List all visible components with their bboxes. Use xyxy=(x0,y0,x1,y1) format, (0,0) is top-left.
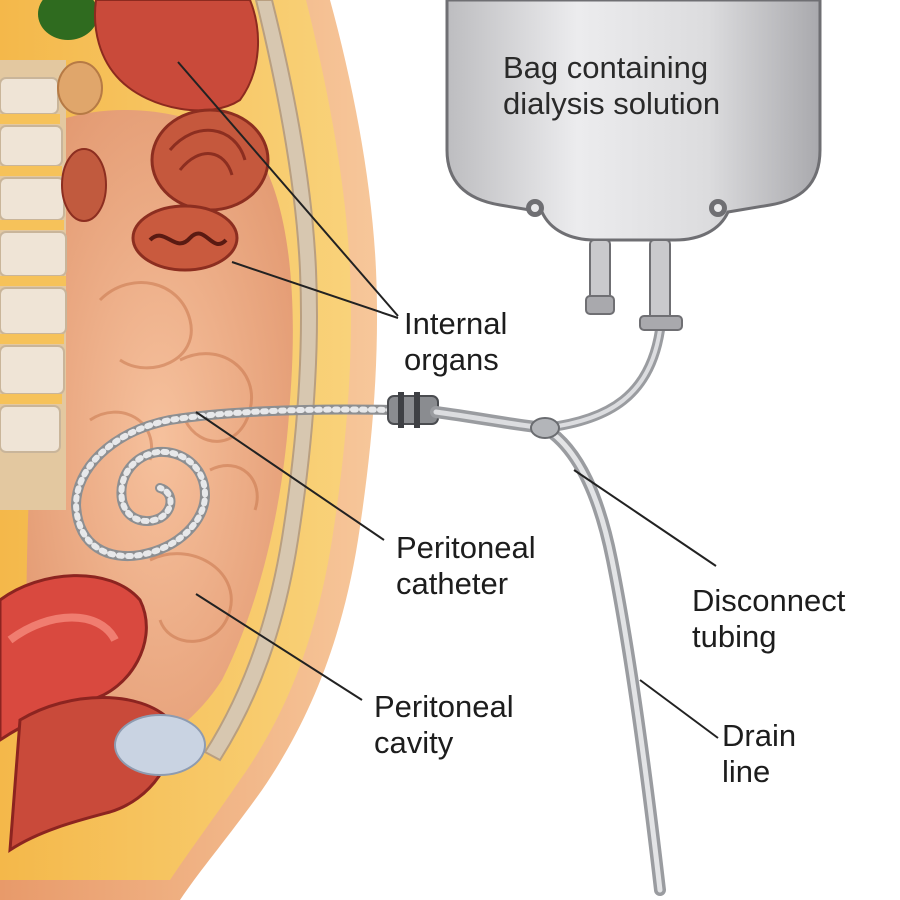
pancreas xyxy=(131,204,239,272)
label-peritoneal-cavity: Peritoneal cavity xyxy=(374,689,514,761)
leader-catheter xyxy=(195,411,385,541)
dialysis-bag-graphic xyxy=(445,0,822,331)
label-disconnect-tubing: Disconnect tubing xyxy=(692,583,845,655)
label-peritoneal-catheter: Peritoneal catheter xyxy=(396,530,536,602)
label-peritoneal-cavity-line-1: Peritoneal xyxy=(374,689,514,724)
liver xyxy=(94,0,259,112)
label-dialysis-bag-line-2: dialysis solution xyxy=(503,86,721,121)
leader-cavity xyxy=(195,593,363,701)
label-disconnect-tubing-line-1: Disconnect xyxy=(692,583,846,618)
label-drain-line-line-1: Drain xyxy=(722,718,797,753)
leader-organs-1 xyxy=(177,61,399,317)
label-drain-line-line-2: line xyxy=(722,754,771,789)
label-dialysis-bag-line-1: Bag containing xyxy=(503,50,709,85)
label-drain-line: Drain line xyxy=(722,718,796,790)
body-cross-section xyxy=(0,0,378,900)
label-dialysis-bag: Bag containing dialysis solution xyxy=(503,50,720,122)
leader-disconnect xyxy=(573,469,717,567)
label-internal-organs: Internal organs xyxy=(404,306,507,378)
label-peritoneal-catheter-line-1: Peritoneal xyxy=(396,530,536,565)
label-internal-organs-line-1: Internal xyxy=(404,306,508,341)
adrenal xyxy=(57,61,103,115)
spine xyxy=(0,60,67,510)
disconnect-tubing-graphic xyxy=(430,325,666,896)
stomach-folds xyxy=(168,128,247,176)
leader-lines xyxy=(177,61,719,739)
leader-drain xyxy=(639,679,719,739)
abdominal-wall xyxy=(203,0,319,762)
label-peritoneal-catheter-line-2: catheter xyxy=(396,566,509,601)
stomach xyxy=(150,108,270,212)
bowel-highlight xyxy=(7,613,119,644)
label-peritoneal-cavity-line-2: cavity xyxy=(374,725,454,760)
label-disconnect-tubing-line-2: tubing xyxy=(692,619,777,654)
bladder xyxy=(114,714,206,776)
pancreas-folds xyxy=(148,231,228,246)
leader-organs-2 xyxy=(231,261,399,319)
gallbladder xyxy=(38,0,98,40)
kidney xyxy=(61,148,107,222)
label-internal-organs-line-2: organs xyxy=(404,342,499,377)
